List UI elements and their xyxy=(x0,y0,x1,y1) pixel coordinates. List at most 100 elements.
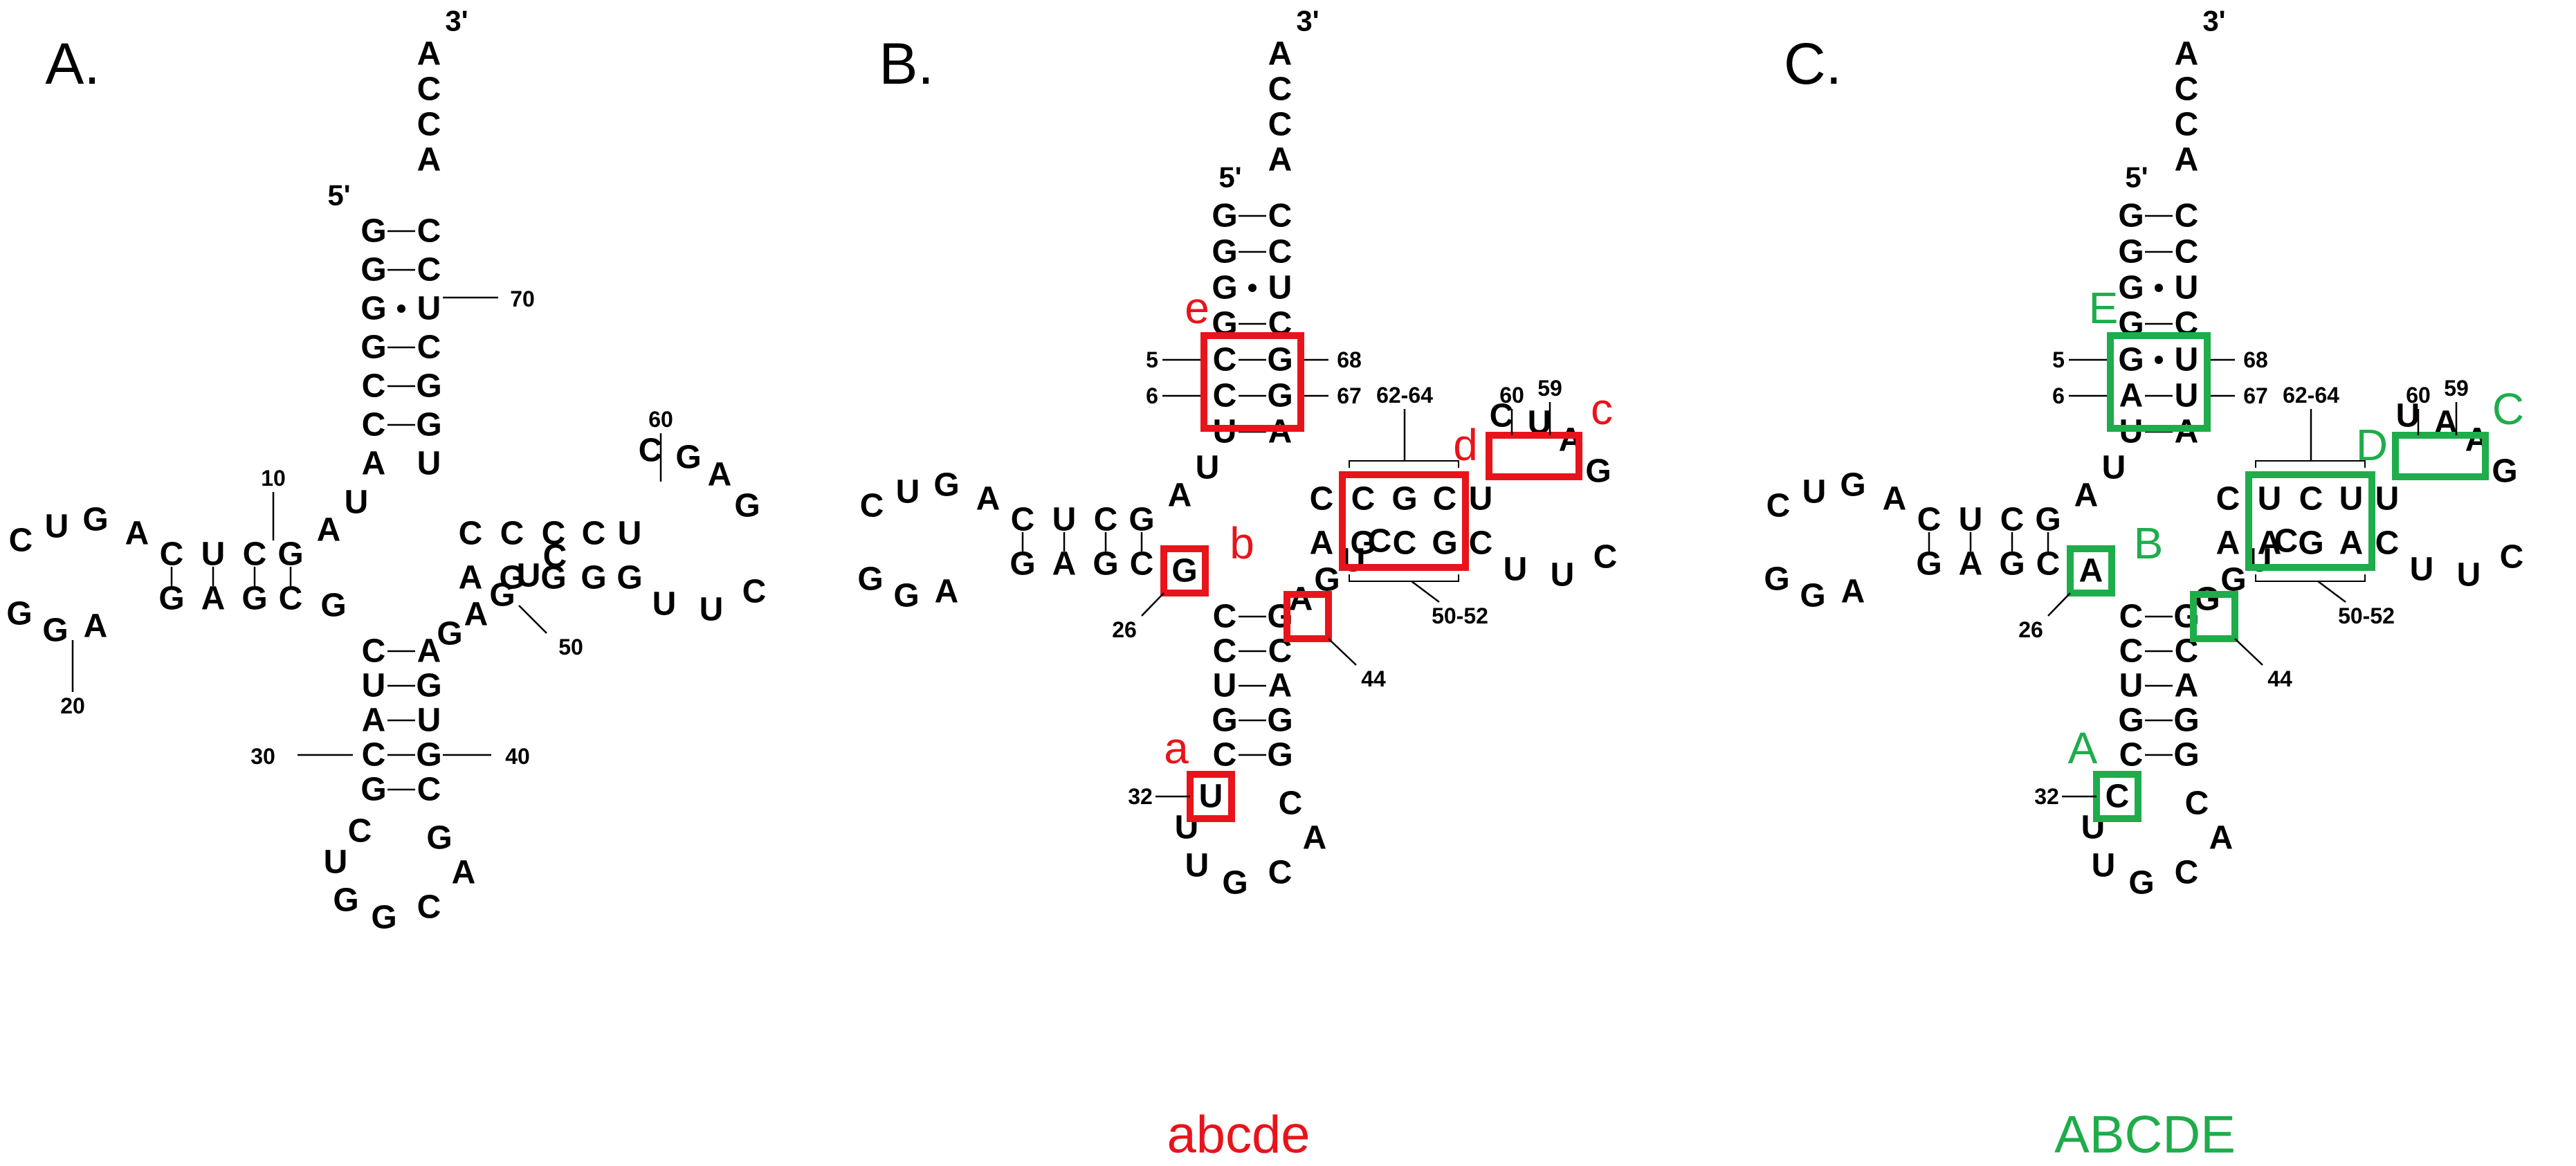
wobble-dot xyxy=(397,304,405,313)
junction-nt: U xyxy=(2102,450,2126,486)
t-stem-3-nt: C xyxy=(542,516,566,552)
d-loop-nt: U xyxy=(1802,474,1827,511)
number-label: 50-52 xyxy=(1432,603,1488,628)
t-stem-3-nt: C xyxy=(582,516,606,552)
ac-loop-nt: C xyxy=(2185,785,2209,822)
d-loop-nt: G xyxy=(82,502,108,538)
t-stem-3-nt: C xyxy=(1433,481,1457,518)
acceptor-tail-nt: C xyxy=(2175,71,2199,108)
t-loop-nt: U xyxy=(652,586,677,623)
number-label: 68 xyxy=(1337,347,1362,372)
ac-loop-nt: G xyxy=(1222,865,1248,902)
ac-stem-5-nt: C xyxy=(2119,599,2144,635)
ac-loop-nt: U xyxy=(1185,848,1209,884)
d-loop-nt: A xyxy=(84,608,108,645)
ac-stem-3-nt: G xyxy=(2173,702,2199,739)
three-prime-label: 3' xyxy=(1296,5,1319,37)
number-label: 26 xyxy=(1112,617,1137,642)
box-label: E xyxy=(2089,283,2119,333)
d-stem-3-nt: G xyxy=(1916,546,1942,583)
highlight-box xyxy=(2392,432,2489,480)
t-stem-3-nt: U xyxy=(2258,481,2282,518)
bracket xyxy=(2255,574,2366,582)
d-loop-nt: G xyxy=(1800,578,1825,614)
t-loop-nt: U xyxy=(2410,552,2434,588)
t-stem-5-nt: C xyxy=(1469,525,1493,562)
wobble-dot xyxy=(2155,356,2163,364)
ac-stem-3-nt: A xyxy=(1268,668,1292,704)
t-loop-nt: G xyxy=(675,439,701,476)
acceptor-3-nt: G xyxy=(1267,378,1292,415)
panel-label: B. xyxy=(879,31,933,96)
number-label: 67 xyxy=(1337,383,1362,408)
acceptor-3-nt: C xyxy=(417,213,441,250)
d-stem-3-nt: G xyxy=(1093,546,1118,583)
wobble-dot xyxy=(1248,284,1257,292)
wobble-dot xyxy=(2155,284,2163,292)
ac-loop-nt: A xyxy=(1303,820,1327,857)
ac-stem-5-nt: C xyxy=(2119,633,2144,670)
number-leader xyxy=(2317,581,2346,603)
t-stem-3-nt: U xyxy=(1469,481,1493,518)
d-stem-3-nt: G xyxy=(158,581,184,617)
acceptor-3-nt: C xyxy=(2175,198,2199,235)
acceptor-5-nt: C xyxy=(1213,342,1237,379)
variable-loop-nt: U xyxy=(517,558,541,594)
t-stem-3-nt: C xyxy=(1351,481,1376,518)
t-stem-3-nt: U xyxy=(618,516,642,552)
d-stem-5-nt: C xyxy=(1917,502,1942,538)
number-label: 67 xyxy=(2243,383,2268,408)
acceptor-3-nt: U xyxy=(2175,378,2199,415)
highlight-box xyxy=(1339,471,1469,571)
ac-loop-nt: U xyxy=(324,844,348,881)
box-label: C xyxy=(2492,384,2524,434)
d-loop-nt: G xyxy=(893,578,919,614)
number-label: 6 xyxy=(2052,383,2065,408)
number-label: 5 xyxy=(1146,347,1158,372)
acceptor-5-nt: A xyxy=(362,446,386,482)
d-stem-3-nt: C xyxy=(1130,546,1154,583)
d-loop-nt: U xyxy=(45,509,69,545)
d-stem-5-nt: G xyxy=(1129,502,1154,538)
ac-stem-5-nt: G xyxy=(2118,702,2144,739)
ac-stem-5-nt: C xyxy=(1213,633,1237,670)
d-loop-nt: G xyxy=(42,612,68,649)
acceptor-3-nt: G xyxy=(416,407,441,444)
t-loop-nt: U xyxy=(700,592,724,628)
d-stem-5-nt: C xyxy=(243,536,267,573)
d-loop-nt: G xyxy=(857,561,883,598)
t-loop-nt: C xyxy=(1490,398,1514,435)
ac-loop-nt: A xyxy=(452,855,476,891)
bracket xyxy=(2255,460,2366,468)
t-stem-5-nt: A xyxy=(2258,525,2282,562)
variable-loop-nt: C xyxy=(543,538,567,575)
t-loop-nt: U xyxy=(1551,557,1575,594)
number-label: 59 xyxy=(2444,376,2469,401)
t-stem-3-nt: C xyxy=(459,516,483,552)
d-loop-nt: A xyxy=(976,481,1001,518)
number-label: 60 xyxy=(1499,383,1524,408)
t-stem-5-nt: G xyxy=(499,560,524,596)
d-stem-5-nt: G xyxy=(277,536,303,573)
t-stem-5-nt: G xyxy=(581,560,606,596)
highlight-box xyxy=(2190,591,2238,642)
d-stem-5-nt: U xyxy=(1052,502,1077,538)
panel-caption: ABCDE xyxy=(2054,1106,2236,1165)
box-label: D xyxy=(2356,420,2388,470)
acceptor-5-nt: G xyxy=(360,329,386,366)
acceptor-tail-nt: A xyxy=(1268,142,1292,179)
t-loop-nt: G xyxy=(2492,453,2517,490)
number-label: 60 xyxy=(2406,383,2431,408)
acceptor-tail-nt: C xyxy=(417,107,441,143)
t-stem-5-nt: G xyxy=(540,560,566,596)
ac-loop-nt: G xyxy=(426,820,452,857)
highlight-box xyxy=(1200,332,1304,432)
number-label: 10 xyxy=(261,466,286,491)
number-label: 30 xyxy=(250,744,275,769)
t-loop-nt: U xyxy=(2457,557,2481,594)
ac-stem-5-nt: G xyxy=(360,772,386,808)
number-label: 32 xyxy=(2034,784,2059,809)
t-loop-nt: U xyxy=(1504,552,1528,588)
